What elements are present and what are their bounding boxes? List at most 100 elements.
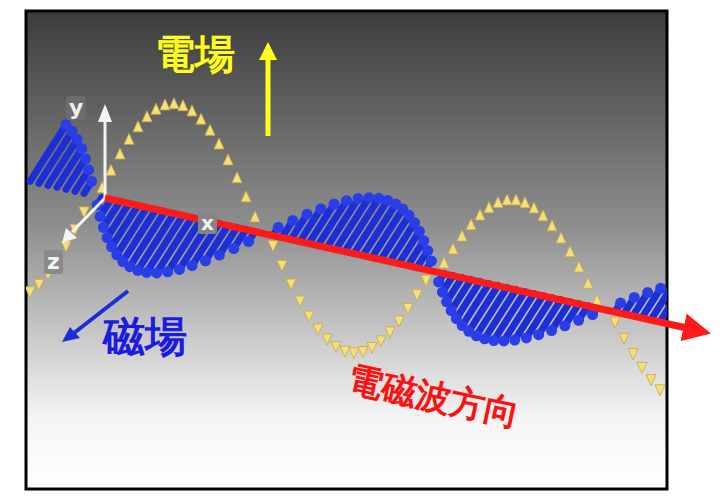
e-field-vector xyxy=(244,200,249,230)
e-field-tip xyxy=(646,375,656,386)
e-field-vector xyxy=(640,318,645,365)
e-field-tip xyxy=(304,311,314,322)
e-field-vector xyxy=(136,130,141,206)
b-field-tip xyxy=(151,267,162,278)
e-field-tip xyxy=(214,138,224,149)
e-field-vector xyxy=(145,120,150,208)
e-field-tip xyxy=(340,346,350,357)
b-field-tip xyxy=(533,329,544,340)
e-field-tip xyxy=(223,154,233,165)
e-field-vector xyxy=(460,239,465,277)
b-field-tip xyxy=(498,335,509,346)
e-field-tip xyxy=(655,385,665,396)
e-field-vector xyxy=(541,219,546,296)
e-field-vector xyxy=(226,163,231,225)
e-field-tip xyxy=(250,211,260,222)
e-field-vector xyxy=(217,147,222,223)
axes xyxy=(62,104,112,243)
e-field-vector xyxy=(199,122,204,219)
e-field-vector xyxy=(478,218,483,281)
z-axis xyxy=(72,198,105,232)
e-field-vector xyxy=(631,316,636,351)
b-field-tip xyxy=(488,335,499,346)
axis-label: y xyxy=(66,96,86,120)
b-field-tip xyxy=(141,267,152,278)
e-field-tip xyxy=(421,275,431,286)
e-field-tip xyxy=(331,342,341,353)
e-field-vector xyxy=(406,265,411,305)
e-field-vector xyxy=(181,109,186,216)
e-field-tip xyxy=(619,333,629,344)
e-field-tip xyxy=(115,148,125,159)
e-field-tip xyxy=(403,303,413,314)
wave xyxy=(26,98,667,396)
e-field-vector xyxy=(523,206,528,292)
e-field-tip xyxy=(169,98,179,109)
e-field-tip xyxy=(628,349,638,360)
b-field-tip xyxy=(80,153,91,164)
e-field-vector xyxy=(298,241,303,298)
b-field-tip xyxy=(243,236,254,247)
e-field-tip xyxy=(277,260,287,271)
b-field-tip xyxy=(174,264,185,275)
e-field-tip xyxy=(232,172,242,183)
z-axis-head xyxy=(62,228,77,243)
e-field-vector xyxy=(361,255,366,348)
e-field-vector xyxy=(172,107,177,214)
e-field-tip xyxy=(313,324,323,335)
e-field-vector xyxy=(154,112,159,209)
e-field-tip xyxy=(142,111,152,122)
e-field-tip xyxy=(511,194,521,205)
axis-label: x xyxy=(198,212,217,234)
e-field-vector xyxy=(325,247,330,336)
e-field-tip xyxy=(151,103,161,114)
e-field-arrow xyxy=(266,58,271,136)
y-axis-head xyxy=(98,104,112,122)
e-field-tip xyxy=(538,210,548,221)
b-field-tip xyxy=(422,245,433,256)
e-field-vector xyxy=(469,228,474,280)
e-field-tip xyxy=(322,334,332,345)
e-field-tip xyxy=(196,113,206,124)
e-field-vector xyxy=(343,251,348,348)
e-field-tip xyxy=(295,296,305,307)
b-field-tip xyxy=(509,335,520,346)
e-field-tip xyxy=(34,279,44,290)
e-field-tip xyxy=(556,232,566,243)
b-field-tip xyxy=(200,255,211,266)
e-field-vector xyxy=(208,133,213,221)
e-field-tip xyxy=(457,230,467,241)
e-field-vector xyxy=(532,211,537,294)
b-field-label: 磁場 xyxy=(103,314,187,360)
b-field-tip xyxy=(76,143,87,154)
b-field-tip xyxy=(414,226,425,237)
e-field-tip xyxy=(376,336,386,347)
b-field-tip xyxy=(521,332,532,343)
e-field-tip xyxy=(268,241,278,252)
b-field-tip xyxy=(228,243,239,254)
b-field-tip xyxy=(187,260,198,271)
e-field-vector xyxy=(235,181,240,228)
e-field-vector xyxy=(118,157,123,201)
b-field-tip xyxy=(559,320,570,331)
e-field-tip xyxy=(26,287,35,298)
e-field-tip xyxy=(529,202,539,213)
e-field-arrow-head xyxy=(259,42,277,60)
e-field-tip xyxy=(133,121,143,132)
e-field-vector xyxy=(559,241,564,300)
e-field-vector xyxy=(496,206,501,286)
e-field-tip xyxy=(637,362,647,373)
e-field-tip xyxy=(610,317,620,328)
e-field-vector xyxy=(514,203,519,290)
e-field-tip xyxy=(448,243,458,254)
e-field-vector xyxy=(577,270,582,304)
e-field-tip xyxy=(286,279,296,290)
e-field-tip xyxy=(160,99,170,110)
e-field-tip xyxy=(205,124,215,135)
e-field-vector xyxy=(379,259,384,337)
direction-arrow xyxy=(105,198,700,331)
e-field-tip xyxy=(574,261,584,272)
e-field-vector xyxy=(316,245,321,325)
